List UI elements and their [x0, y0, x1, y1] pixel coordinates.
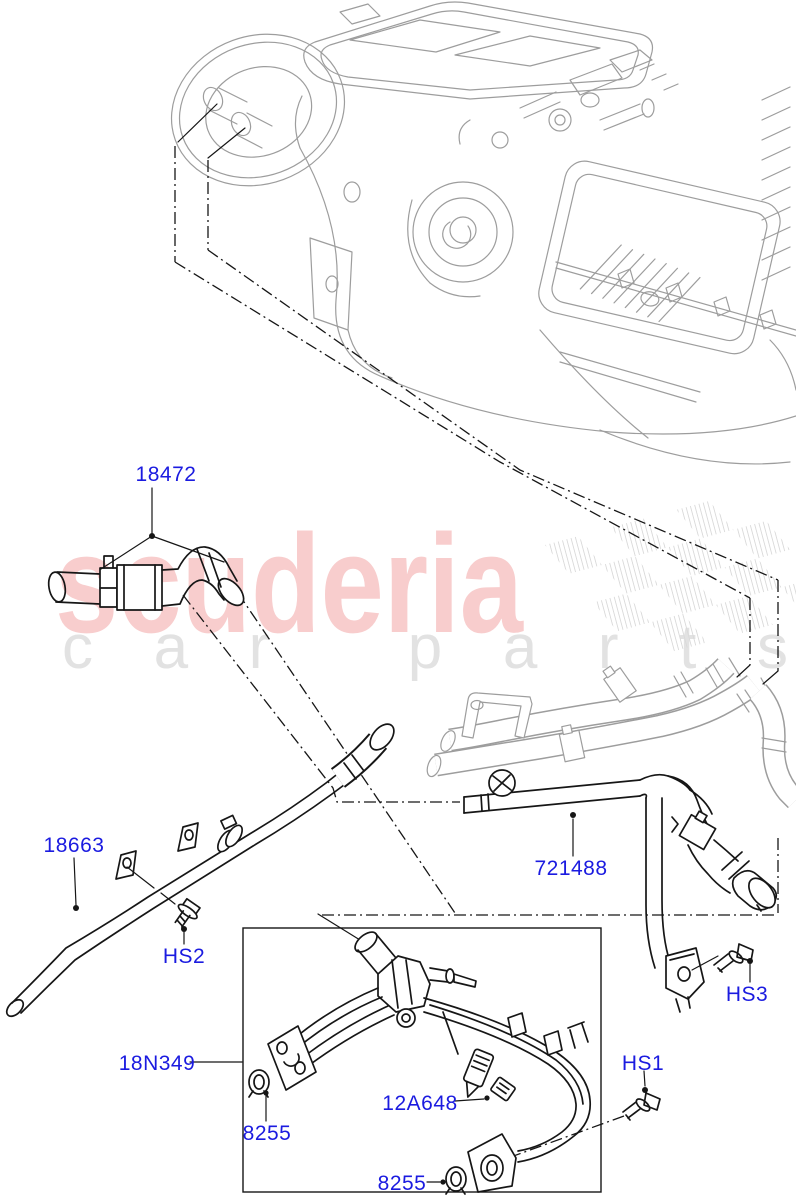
leader-18472 [100, 487, 225, 570]
sensor-12a648-drawing [442, 1011, 516, 1102]
outlet-assembly-18n349-drawing [267, 931, 592, 1193]
part-label-18n349[interactable]: 18N349 [118, 1052, 196, 1075]
part-label-8255-bottom[interactable]: 8255 [377, 1172, 427, 1195]
part-label-18663[interactable]: 18663 [43, 834, 105, 857]
checkered-flag-watermark [545, 501, 796, 652]
detail-box [242, 927, 602, 1193]
part-label-12a648[interactable]: 12A648 [382, 1092, 458, 1115]
grommet-8255-bottom-drawing [426, 1166, 467, 1195]
view-reference-lines [174, 103, 779, 1159]
part-label-hs2[interactable]: HS2 [162, 945, 206, 968]
leader-721488 [570, 812, 576, 857]
part-label-8255-left[interactable]: 8255 [242, 1122, 292, 1145]
part-label-hs3[interactable]: HS3 [725, 983, 769, 1006]
grommet-8255-left-drawing [248, 1069, 270, 1122]
installed-heater-hoses-drawing [426, 657, 796, 809]
pipe-18663-drawing [5, 723, 395, 1018]
hose-18472-drawing [47, 546, 245, 611]
part-label-721488[interactable]: 721488 [534, 857, 608, 880]
watermark-logo: scuderia car parts [55, 501, 796, 682]
part-label-hs1[interactable]: HS1 [621, 1052, 665, 1075]
part-label-18472[interactable]: 18472 [135, 463, 197, 486]
leader-18663 [73, 857, 79, 911]
bolt-hs1-drawing [622, 1070, 661, 1121]
screw-hs2-drawing [126, 866, 201, 945]
bolt-hs3-drawing [713, 943, 754, 983]
hose-721488-drawing [463, 769, 778, 1013]
hvac-unit-drawing [170, 1, 796, 465]
